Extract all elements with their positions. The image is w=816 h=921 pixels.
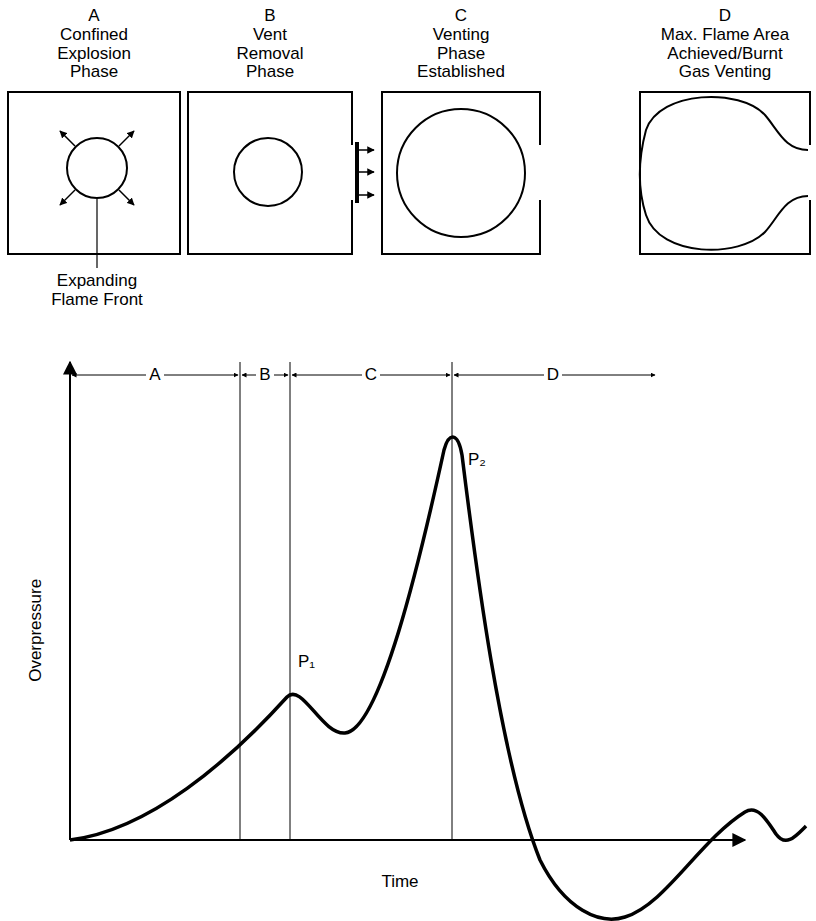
flame-front-label: Expanding Flame Front xyxy=(41,272,153,309)
phase-title: Confined Explosion Phase xyxy=(48,26,140,82)
expansion-arrows xyxy=(60,131,134,205)
axis-title: Overpressure xyxy=(27,579,46,682)
phase-letter: B xyxy=(230,7,310,26)
peak-label: P₁ xyxy=(298,653,315,672)
phase-title: Max. Flame Area Achieved/Burnt Gas Venti… xyxy=(655,26,795,82)
phase-heading: CVenting Phase Established xyxy=(411,7,511,82)
phase-letter: D xyxy=(655,7,795,26)
phase-panel: CVenting Phase Established xyxy=(382,7,540,254)
vessel-box xyxy=(382,92,540,254)
phase-letter: D xyxy=(544,366,562,385)
flame-front xyxy=(234,138,302,206)
x-axis xyxy=(70,839,745,841)
phase-divider xyxy=(240,362,452,840)
phase-heading: AConfined Explosion Phase xyxy=(48,7,140,82)
phase-letter: C xyxy=(411,7,511,26)
leader-line xyxy=(96,199,97,268)
phase-letter: B xyxy=(256,366,273,385)
flame-front xyxy=(640,97,808,250)
pressure-curve xyxy=(70,437,806,919)
phase-letter: A xyxy=(48,7,140,26)
flame-front xyxy=(397,109,525,237)
y-axis xyxy=(69,362,71,840)
phase-panel: BVent Removal Phase xyxy=(188,7,352,254)
vessel-box xyxy=(188,92,352,254)
vessel-box xyxy=(640,92,810,254)
phase-heading: BVent Removal Phase xyxy=(230,7,310,82)
flame-front xyxy=(67,138,127,198)
phase-panel: AConfined Explosion Phase xyxy=(8,7,180,254)
vessel-box xyxy=(8,92,180,254)
peak-label: P₂ xyxy=(468,451,486,470)
phase-panel: DMax. Flame Area Achieved/Burnt Gas Vent… xyxy=(640,7,810,254)
phase-title: Venting Phase Established xyxy=(411,26,511,82)
phase-letter: A xyxy=(146,366,163,385)
axis-title: Time xyxy=(381,873,418,892)
phase-title: Vent Removal Phase xyxy=(230,26,310,82)
phase-letter: C xyxy=(362,366,380,385)
phase-heading: DMax. Flame Area Achieved/Burnt Gas Vent… xyxy=(655,7,795,82)
vent-arrows xyxy=(358,150,374,195)
